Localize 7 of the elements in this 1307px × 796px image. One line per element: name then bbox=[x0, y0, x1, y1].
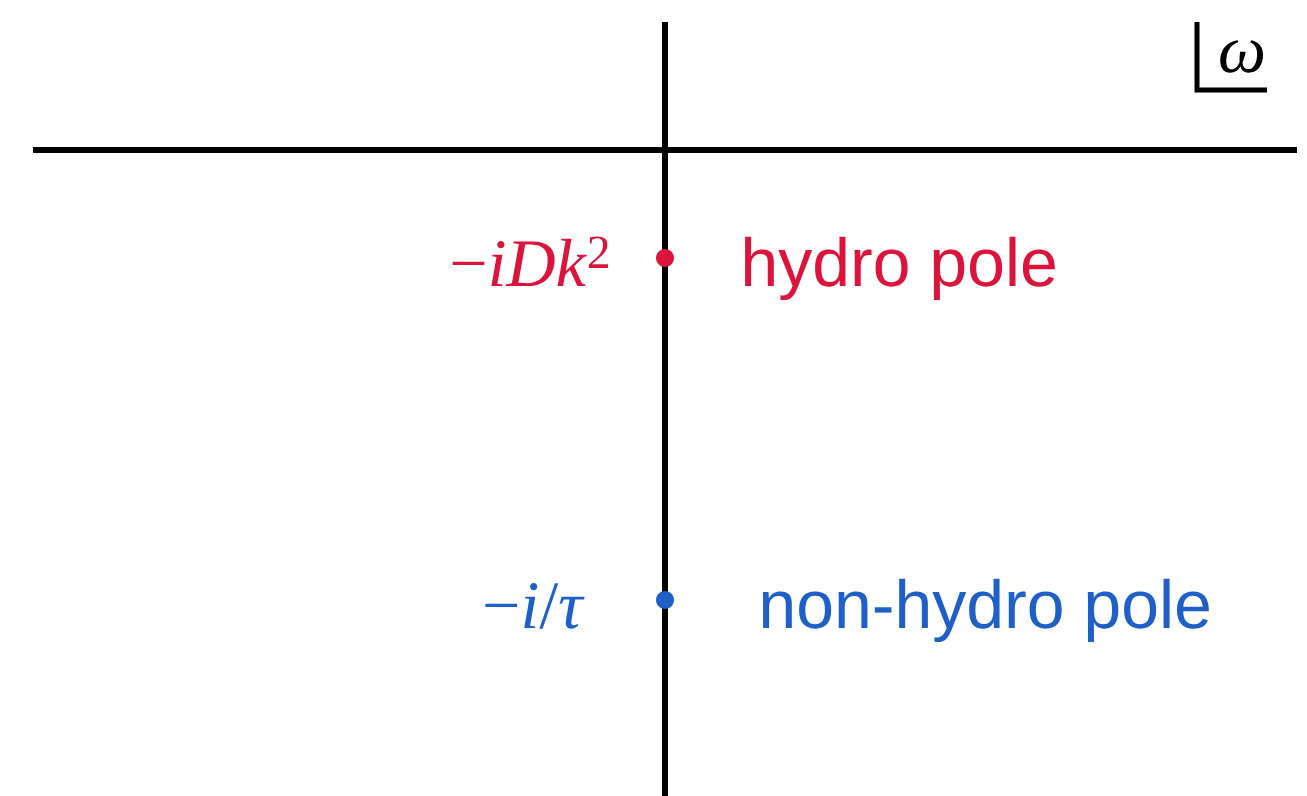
pole-formula: −iDk$^{2}$ bbox=[452, 236, 608, 287]
pole-label: non-hydro pole bbox=[762, 578, 1209, 643]
plane-label: ω bbox=[1220, 40, 1263, 73]
pole-dot bbox=[656, 591, 674, 609]
pole-label: hydro pole bbox=[745, 236, 1055, 301]
pole-formula: −i/τ bbox=[485, 583, 585, 629]
pole-dot bbox=[656, 249, 674, 267]
